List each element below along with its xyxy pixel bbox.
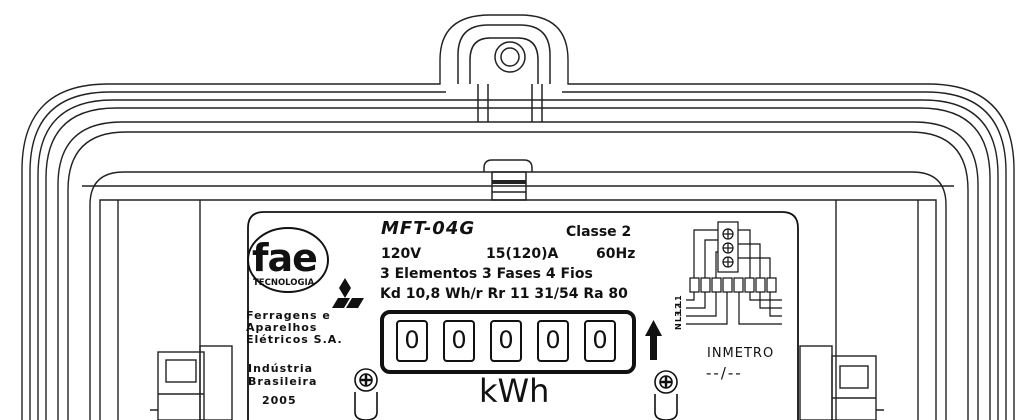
wiring-label: L3 [674,311,683,322]
manufacturer-name-line: Aparelhos [246,321,318,334]
register-window [380,310,636,374]
manufacturer-name-line: Ferragens e [246,309,331,322]
rated-voltage: 120V [381,246,422,262]
manufacture-year: 2005 [262,394,297,407]
elements-phases-wires: 3 Elementos 3 Fases 4 Fios [380,266,593,282]
rated-current: 15(120)A [486,246,559,262]
top-latch [457,24,551,201]
manufacturer-name-line: Elétricos S.A. [246,333,343,346]
accuracy-class: Classe 2 [566,224,632,240]
origin-line: Indústria [248,362,314,375]
register-digit: 0 [537,320,569,362]
inmetro-date: --/-- [706,364,743,382]
fae-logo-text: fae [252,236,318,280]
manufacturer-name: Ferragens e Aparelhos Elétricos S.A. [246,310,343,346]
origin-line: Brasileira [248,375,318,388]
origin-label: Indústria Brasileira [248,362,317,388]
fae-logo-subtitle: TECNOLOGIA [253,278,315,288]
meter-housing [21,14,1015,420]
register-digit: 0 [584,320,616,362]
inmetro-label: INMETRO [707,346,775,361]
model-number: MFT-04G [381,218,476,239]
register-digit: 0 [443,320,475,362]
meter-constants: Kd 10,8 Wh/r Rr 11 31/54 Ra 80 [380,286,628,302]
register-digit: 0 [490,320,522,362]
mitsubishi-logo-icon [332,278,364,308]
register-digit: 0 [396,320,428,362]
wiring-diagram-icon [686,221,782,325]
rated-frequency: 60Hz [596,246,636,262]
side-clips [150,345,884,420]
wiring-label: N [674,323,683,330]
fae-logo-icon [247,227,329,293]
rotation-arrow-icon [645,320,662,360]
unit-label: kWh [479,372,550,410]
seal-screw-icon [354,368,678,420]
